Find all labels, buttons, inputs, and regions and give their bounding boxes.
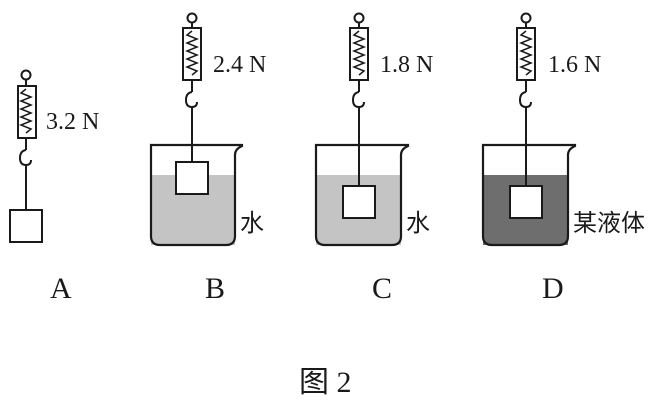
liquid-label-d: 某液体 [573, 210, 645, 237]
liquid-label-c: 水 [406, 210, 430, 237]
spring-scale-d [509, 12, 543, 219]
metal-block [9, 209, 43, 243]
hook-icon [18, 149, 32, 167]
figure-caption: 图 2 [299, 366, 352, 399]
hook-icon [351, 91, 365, 109]
panel-b: 2.4 N 水 B [149, 12, 266, 305]
hook-icon [518, 91, 532, 109]
panel-d: 1.6 N 某液体 D [481, 12, 645, 305]
reading-d: 1.6 N [548, 52, 601, 78]
spring-icon [18, 88, 34, 134]
metal-block [342, 185, 376, 219]
label-d: D [542, 272, 564, 305]
label-a: A [50, 272, 72, 305]
spring-icon [184, 30, 200, 76]
scale-ring-icon [186, 12, 198, 24]
metal-block [509, 185, 543, 219]
beaker [149, 143, 244, 247]
beaker [481, 143, 577, 247]
spring-icon [351, 30, 367, 76]
spring-icon [518, 30, 534, 76]
metal-block [175, 161, 209, 195]
scale-ring-icon [353, 12, 365, 24]
reading-c: 1.8 N [380, 52, 433, 78]
label-c: C [372, 272, 392, 305]
spring-scale-a [9, 69, 43, 243]
scale-ring-icon [20, 69, 32, 81]
spring-scale-c [342, 12, 376, 219]
scale-ring-icon [520, 12, 532, 24]
hook-icon [184, 91, 198, 109]
panel-a: 3.2 N A [9, 69, 99, 305]
liquid-label-b: 水 [240, 210, 264, 237]
panel-c: 1.8 N 水 C [314, 12, 433, 305]
label-b: B [205, 272, 225, 305]
spring-scale-b [175, 12, 209, 195]
beaker [314, 143, 410, 247]
reading-a: 3.2 N [46, 109, 99, 135]
reading-b: 2.4 N [213, 52, 266, 78]
